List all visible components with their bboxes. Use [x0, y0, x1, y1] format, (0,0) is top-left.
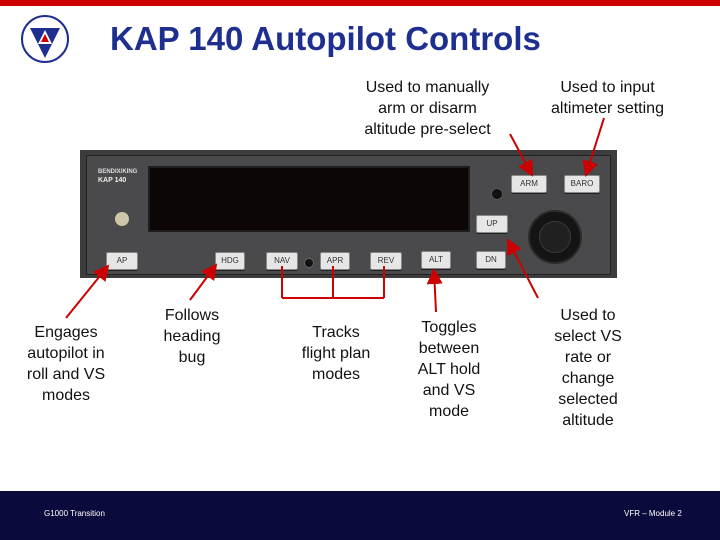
callout-alt: Toggles between ALT hold and VS mode — [417, 319, 481, 420]
top-accent-bar — [0, 0, 720, 6]
model-label: KAP 140 — [98, 177, 127, 184]
photocell-sensor — [491, 188, 503, 200]
baro-button[interactable]: BARO — [564, 175, 600, 193]
arrow-alt — [426, 268, 443, 313]
apr-button[interactable]: APR — [320, 252, 350, 270]
footer-right-text: VFR – Module 2 — [624, 509, 682, 518]
page-title: KAP 140 Autopilot Controls — [110, 20, 541, 57]
ap-button[interactable]: AP — [106, 252, 138, 270]
knob-indicator — [304, 258, 314, 268]
autopilot-display — [148, 166, 470, 232]
dn-button[interactable]: DN — [476, 251, 506, 269]
altitude-knob-inner[interactable] — [539, 221, 571, 253]
callout-baro: Used to input altimeter setting — [551, 79, 664, 117]
callout-hdg: Follows heading bug — [163, 307, 221, 366]
status-light — [115, 212, 129, 226]
callout-ap: Engages autopilot in roll and VS modes — [26, 324, 106, 404]
brand-label: BENDIX/KING — [98, 169, 138, 175]
callout-arm: Used to manually arm or disarm altitude … — [364, 79, 491, 138]
arrow-hdg — [189, 263, 218, 301]
hdg-button[interactable]: HDG — [215, 252, 245, 270]
arrow-ap — [65, 264, 110, 319]
callout-nav-group: Tracks flight plan modes — [301, 324, 371, 383]
arrow-up-dn — [507, 238, 539, 299]
footer-left-text: G1000 Transition — [44, 509, 105, 518]
arrow-baro — [582, 117, 605, 177]
callout-up-dn: Used to select VS rate or change selecte… — [554, 307, 622, 429]
rev-button[interactable]: REV — [370, 252, 402, 270]
footer-bar — [0, 491, 720, 540]
cap-emblem-icon — [21, 15, 69, 63]
up-button[interactable]: UP — [476, 215, 508, 233]
arrow-arm — [509, 133, 533, 177]
